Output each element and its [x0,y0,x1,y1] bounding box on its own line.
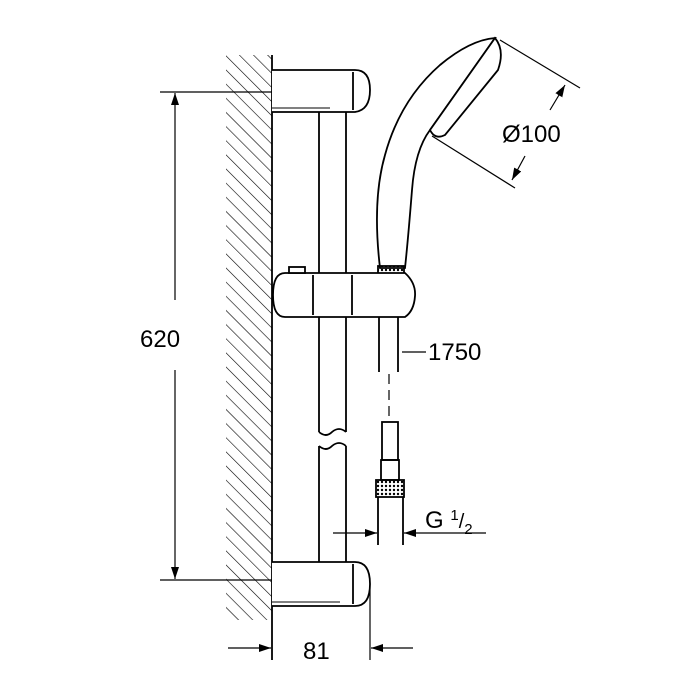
projection-label: 81 [303,638,330,665]
slider [272,266,416,318]
height-label: 620 [140,326,181,353]
thread-letter: G [425,507,444,534]
hand-shower [376,36,502,277]
top-bracket [272,69,371,113]
dimension-81 [228,590,413,660]
thread-label: G 1/2 [425,507,473,538]
wall [226,55,273,660]
dimension-620 [160,91,272,581]
bottom-bracket [272,561,371,607]
diameter-label: Ø100 [502,121,561,148]
rail [318,112,347,562]
thread-denominator: 2 [464,520,473,538]
thread-numerator: 1 [450,507,459,524]
dimension-diameter [431,39,581,189]
hose [375,317,405,545]
hose-length-label: 1750 [428,339,482,366]
